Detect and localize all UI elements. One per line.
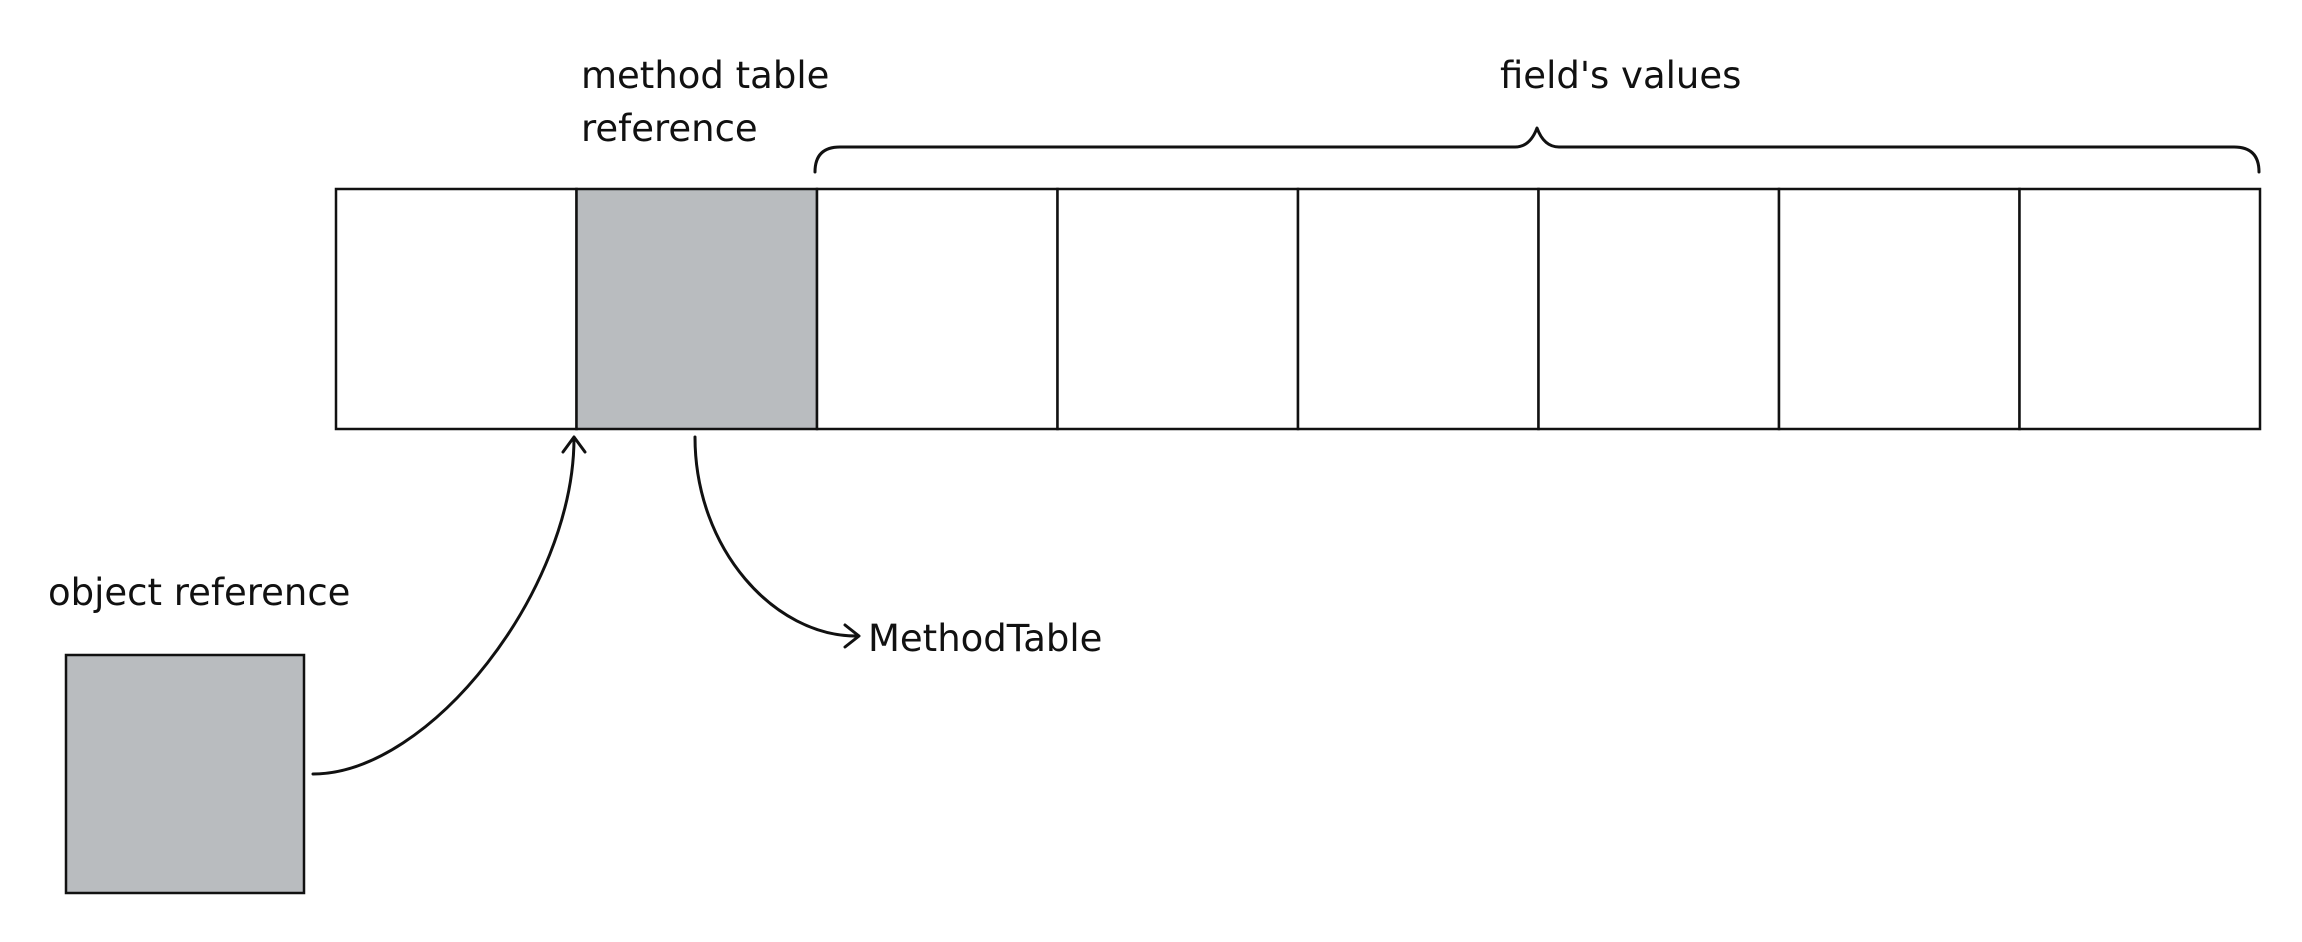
object-reference-arrow	[311, 436, 576, 776]
field-value-cell-2	[1056, 187, 1300, 431]
field-value-cell-4	[1537, 187, 1781, 431]
method-table-label: MethodTable	[868, 617, 1102, 660]
field-value-cell-6	[2018, 187, 2262, 431]
object-reference-arrowhead	[561, 435, 587, 454]
method-table-reference-cell	[575, 187, 819, 431]
object-header-cell	[334, 187, 578, 431]
fields-values-label: field's values	[1500, 54, 1741, 97]
method-table-reference-label-line1: method table	[581, 54, 829, 97]
method-table-reference-label-line2: reference	[581, 107, 758, 150]
object-reference-box	[64, 653, 306, 895]
object-memory-cells	[334, 187, 2262, 431]
field-value-cell-1	[815, 187, 1059, 431]
method-table-arrow	[693, 435, 858, 638]
fields-values-brace	[813, 126, 2261, 174]
method-table-arrowhead	[843, 623, 861, 649]
field-value-cell-5	[1777, 187, 2021, 431]
field-value-cell-3	[1296, 187, 1540, 431]
object-reference-label: object reference	[48, 571, 350, 614]
